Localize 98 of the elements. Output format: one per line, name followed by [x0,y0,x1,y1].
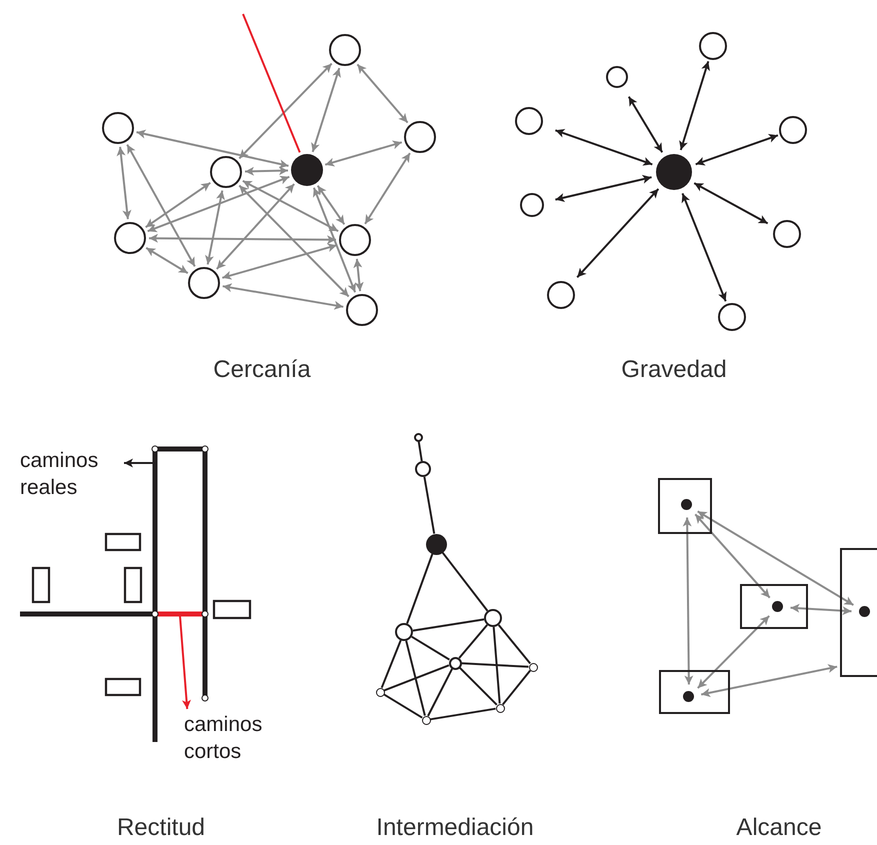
connector-line [380,640,402,688]
connector-line [405,640,426,716]
double-arrow [222,243,337,280]
double-arrow [694,182,768,224]
double-arrow [695,134,778,166]
network-node [395,623,413,641]
network-node [528,662,538,672]
connector-line [458,624,488,659]
panel-caption: Rectitud [116,814,206,842]
network-node [515,107,543,135]
network-node [376,688,384,696]
double-arrow [238,62,332,160]
connector-line [418,441,423,462]
double-arrow [697,510,854,606]
double-arrow [147,176,290,232]
point-dot [681,499,692,510]
double-arrow [145,182,211,228]
double-arrow [222,283,344,310]
zone-rectangle [840,548,877,676]
network-node [404,121,436,153]
network-node [718,303,746,331]
double-arrow [238,184,350,298]
double-arrow [790,604,852,616]
zone-rectangle [740,584,808,628]
connector-line [406,554,434,624]
double-arrow [694,514,770,598]
double-arrow [216,183,295,270]
double-arrow [628,96,664,153]
double-arrow [679,61,710,150]
panel-caption: Cercanía [213,356,311,384]
connector-line [384,664,450,692]
zone-rectangle [658,670,730,714]
double-arrow [316,185,346,225]
connector-line [492,626,501,704]
network-node [773,220,801,248]
connector-line [411,636,450,660]
double-arrow [244,166,288,176]
connector-line [502,670,531,706]
network-node [779,116,807,144]
double-arrow [136,130,289,168]
panel-caption: Alcance [736,814,822,842]
double-arrow [356,64,408,124]
double-arrow [146,247,188,274]
network-node [448,656,462,670]
double-arrow [312,187,356,293]
connector-line [461,662,529,668]
double-arrow [576,188,660,278]
double-arrow [353,258,364,292]
double-arrow [242,180,339,232]
double-arrow [116,146,132,220]
leader-arrow [179,616,191,710]
double-arrow [682,517,694,685]
double-arrow [682,193,727,302]
callout-text: caminos reales [20,447,122,505]
panel-caption: Gravedad [621,356,727,384]
double-arrow [149,234,336,244]
zone-rectangle [658,478,712,534]
network-node [414,432,422,442]
network-node [415,461,431,477]
double-arrow [205,190,225,265]
point-dot [683,691,694,702]
double-arrow [555,129,653,166]
network-node [102,112,134,144]
panel-caption: Intermediación [376,814,534,842]
network-node [496,704,504,712]
network-node [699,32,727,60]
network-node [346,294,378,326]
double-arrow [701,664,838,698]
network-node [484,609,502,627]
network-node [339,224,371,256]
connector-line [427,668,453,716]
network-node [114,222,146,254]
point-dot [859,606,870,617]
double-arrow [697,615,770,689]
network-node [656,154,692,190]
double-arrow [324,140,402,166]
double-arrow [126,144,196,267]
connector-line [442,552,488,612]
double-arrow [555,174,652,202]
network-node [606,66,628,88]
network-node [426,534,446,554]
double-arrow [364,152,411,224]
connector-line [412,618,484,632]
double-arrow [311,68,341,152]
connector-line [430,708,496,720]
network-node [188,267,220,299]
network-node [547,281,575,309]
connector-line [458,666,498,706]
network-node [291,154,323,186]
network-node [329,34,361,66]
point-dot [772,601,783,612]
callout-text: caminos cortos [184,711,280,775]
connector-line [383,693,423,719]
network-node [210,156,242,188]
connector-line [423,476,436,534]
network-node [520,193,544,217]
network-node [422,716,430,724]
connector-line [498,624,531,664]
